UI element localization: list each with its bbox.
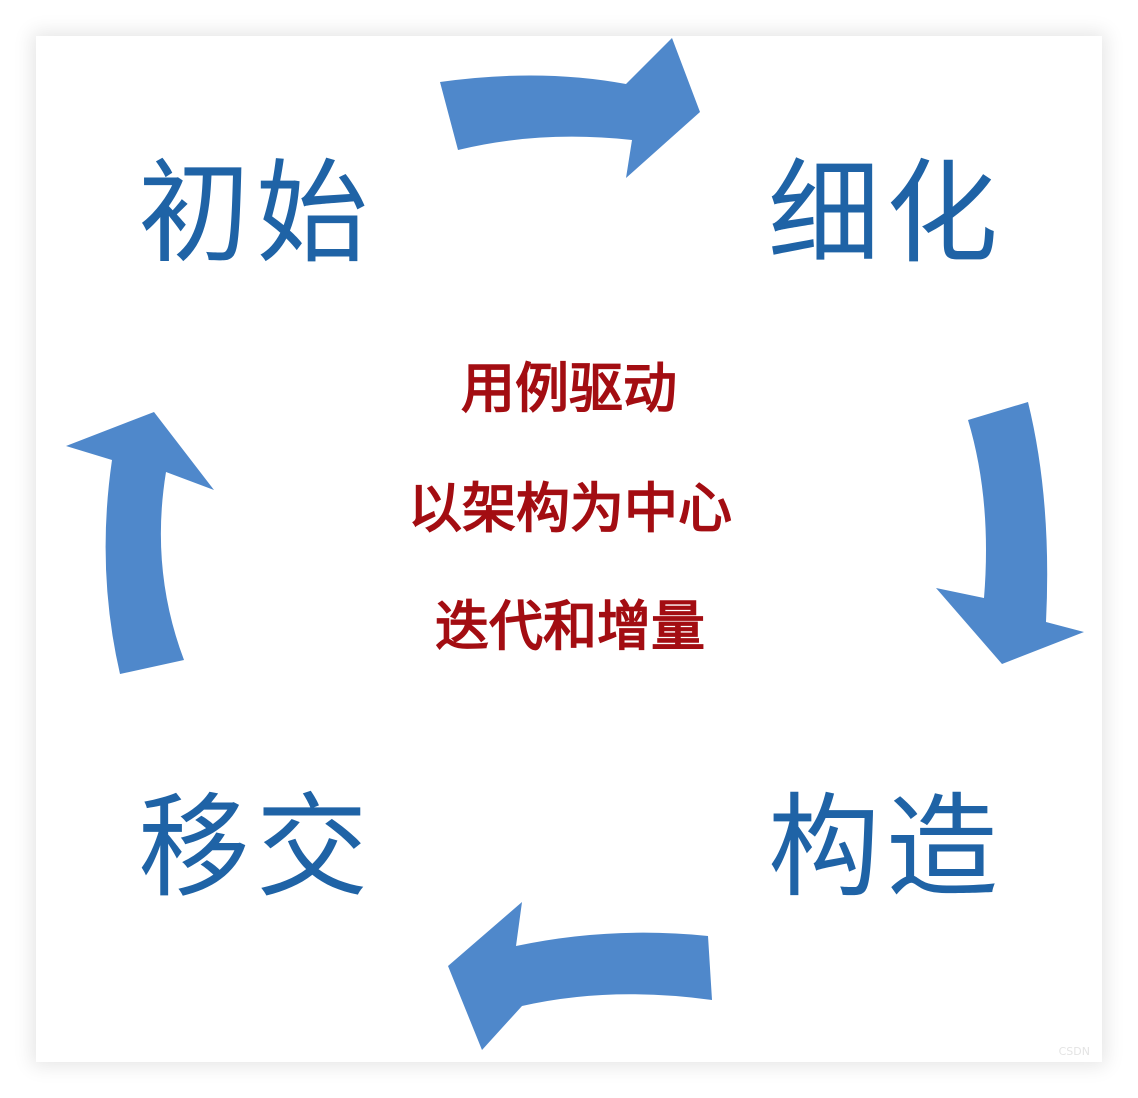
principle-architecture-centric: 以架构为中心 <box>408 477 732 540</box>
arrow-transition-to-inception <box>66 412 214 674</box>
watermark: CSDN <box>1058 1045 1090 1058</box>
principle-iterative-incremental: 迭代和增量 <box>435 595 705 658</box>
arrow-elaboration-to-construction <box>936 402 1084 664</box>
principle-use-case-driven: 用例驱动 <box>461 357 677 420</box>
arrow-inception-to-elaboration <box>440 38 700 178</box>
arrow-construction-to-transition <box>448 902 712 1050</box>
phase-elaboration-label: 细化 <box>768 149 1004 279</box>
diagram-card <box>36 36 1102 1062</box>
phase-transition-label: 移交 <box>138 783 374 913</box>
phase-construction-label: 构造 <box>768 783 1004 913</box>
phase-inception-label: 初始 <box>138 149 374 279</box>
